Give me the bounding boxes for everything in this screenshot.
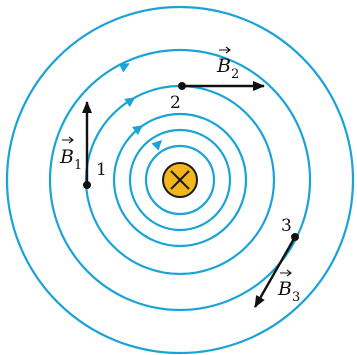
point-2-dot [178, 82, 186, 90]
field-line-2 [128, 128, 232, 232]
field-arrow-icon [132, 125, 144, 136]
point-2-label: 2 [170, 93, 181, 113]
point-1-label: 1 [96, 160, 107, 180]
field-line-5 [48, 48, 312, 312]
field-direction-arrows [118, 63, 163, 151]
vector-b1-label: B1 [59, 146, 82, 173]
vector-b3-label: B3 [277, 278, 300, 305]
field-line-6 [5, 5, 355, 355]
conductor [162, 162, 198, 198]
field-line-3 [112, 112, 248, 248]
vector-b2-overarrow [219, 46, 231, 54]
cross-into-page-icon [170, 170, 190, 190]
field-line-1 [144, 144, 216, 216]
point-1-group: 1 B1 [59, 101, 107, 189]
point-3-dot [291, 233, 299, 241]
point-3-group: 3 B3 [253, 216, 300, 308]
vector-b1-overarrow [62, 136, 74, 144]
vector-b3-overarrow [280, 269, 292, 277]
field-arrow-icon [151, 139, 163, 151]
field-arrow-icon [118, 63, 130, 73]
point-2-group: 2 B2 [170, 46, 265, 113]
vector-b2-label: B2 [216, 55, 239, 82]
vector-b3-arrow [253, 236, 297, 308]
point-1-dot [83, 181, 91, 189]
point-3-label: 3 [281, 216, 292, 236]
field-arrow-icon [124, 97, 136, 108]
